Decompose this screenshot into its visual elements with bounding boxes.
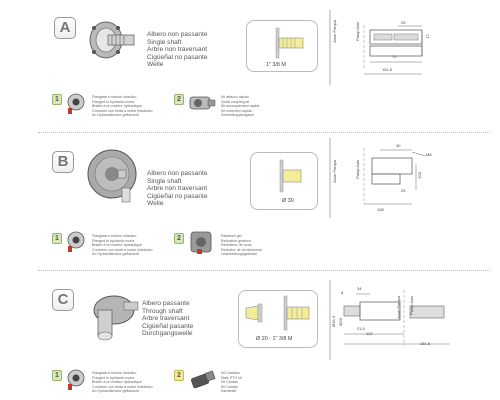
dim-c-21-5: 21.5 <box>357 326 365 331</box>
dim-label-pump-axis-b: Pump Axis <box>355 160 360 179</box>
dim-b-40: 40 <box>396 143 401 148</box>
technical-drawing-a <box>329 10 423 85</box>
hydraulic-motor-photo-c <box>67 369 85 390</box>
dim-a-26: 26 <box>401 20 406 25</box>
option-badge-b-1: 1 <box>52 233 62 244</box>
option-badge-c-1: 1 <box>52 370 62 381</box>
dim-a-17: 17 <box>425 34 430 39</box>
option-badge-a-1: 1 <box>52 94 62 105</box>
dim-label-asse-pompa-b: Asse Pompa <box>332 160 337 183</box>
section-letter-b: B <box>52 151 74 173</box>
shaft-description-b: Albero non passante Single shaft Arbre n… <box>147 170 208 208</box>
option-badge-b-2: 2 <box>174 233 184 244</box>
dim-a-151-5: 151.5 <box>382 67 393 72</box>
dim-c-8: 8 <box>341 290 344 295</box>
dim-b-m8: M8 <box>426 152 432 157</box>
hydraulic-motor-photo-a <box>67 93 85 114</box>
reduction-gearbox-photo <box>190 231 212 254</box>
shaft-spec-b: Ø 30 <box>282 198 294 204</box>
pump-photo-single-shaft <box>89 21 135 59</box>
dim-c-20: Ø20 <box>338 318 343 326</box>
shaft-spec-c: Ø 20 - 1" 3/8 M <box>256 336 293 342</box>
dim-b-158: 158 <box>377 207 384 212</box>
option-text-c-1: Flangiata a motore idraulico Flanged to … <box>92 371 153 393</box>
splined-shaft-drawing-a <box>275 27 304 59</box>
option-text-b-1: Flangiata a motore idraulico Flanged to … <box>92 234 153 256</box>
cardan-kit-photo <box>191 370 216 389</box>
dim-c-113: 113 <box>366 331 373 336</box>
shaft-description-a: Albero non passante Single shaft Arbre n… <box>147 31 208 69</box>
option-text-a-1: Flangiata a motore idraulico Flanged to … <box>92 95 153 117</box>
dim-label-asse-pompa-a: Asse Pompa <box>332 20 337 43</box>
section-divider-2 <box>38 270 490 271</box>
option-badge-c-2: 2 <box>174 370 184 381</box>
quick-coupling-photo <box>189 96 216 110</box>
section-divider-1 <box>38 132 490 133</box>
pump-photo-b <box>87 149 137 203</box>
option-text-c-2: Kit Cardano Male PTO kit Kit Cardan Kit … <box>221 371 242 393</box>
dim-a-70: 70 <box>392 54 397 59</box>
plain-shaft-drawing-b <box>279 159 302 193</box>
dim-c-34: 34 <box>357 286 362 291</box>
shaft-description-c: Albero passante Through shaft Arbre trav… <box>142 300 194 338</box>
through-shaft-drawing-c <box>245 295 310 331</box>
technical-drawing-c <box>329 280 450 360</box>
technical-drawing-b <box>329 138 427 218</box>
hydraulic-motor-photo-b <box>67 231 85 252</box>
section-letter-c: C <box>52 289 74 311</box>
dim-c-151-5: 151.5 <box>420 341 431 346</box>
pump-photo-through-shaft <box>93 295 139 341</box>
dim-c-16-4: Ø16.4 <box>331 316 336 327</box>
dim-b-200: 200 <box>417 172 422 179</box>
option-badge-a-2: 2 <box>174 94 184 105</box>
dim-label-asse-pompa-c: Asse Pompa <box>396 296 401 319</box>
section-letter-a: A <box>54 17 76 39</box>
option-text-a-2: Kit attacco rapido Quick coupling kit Ki… <box>221 95 260 117</box>
shaft-spec-a: 1" 3/8 M <box>266 62 286 68</box>
option-text-b-2: Riduttore gel Reduction gearbox Réducteu… <box>221 234 262 256</box>
dim-b-25: 25 <box>401 188 406 193</box>
dim-label-pump-axis-c: Pump Axis <box>409 296 414 315</box>
dim-label-pump-axis-a: Pump Axis <box>355 22 360 41</box>
